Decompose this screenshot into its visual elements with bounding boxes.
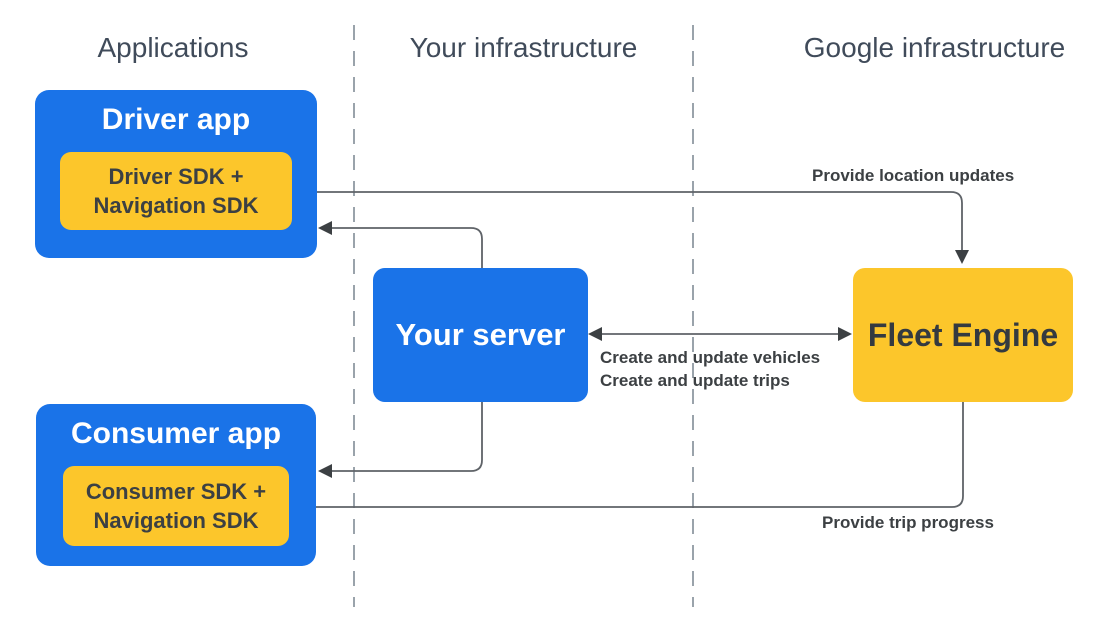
column-header-applications: Applications: [97, 32, 249, 63]
arrowhead-left-consumer-app: [318, 464, 332, 478]
column-header-your-infrastructure: Your infrastructure: [409, 32, 638, 63]
arrowhead-left-driver-app: [318, 221, 332, 235]
arrowhead-left-your-server: [588, 327, 602, 341]
label-provide-location-updates: Provide location updates: [812, 166, 1015, 185]
driver-app-title: Driver app: [101, 103, 251, 136]
label-create-update-vehicles: Create and update vehicles: [600, 348, 821, 367]
arrow-provide-trip-progress: [306, 402, 964, 508]
arrowhead-down-fleet-engine: [955, 250, 969, 264]
driver-sdk-line-1: Driver SDK +: [108, 164, 244, 189]
column-header-google-infrastructure: Google infrastructure: [803, 32, 1066, 63]
fleet-engine-title: Fleet Engine: [867, 316, 1059, 353]
your-server-box: Your server: [373, 268, 588, 402]
your-server-title: Your server: [395, 317, 566, 352]
driver-sdk-line-2: Navigation SDK: [93, 193, 259, 218]
consumer-sdk-line-2: Navigation SDK: [93, 508, 259, 533]
driver-app-box: Driver app Driver SDK + Navigation SDK: [35, 90, 317, 258]
consumer-sdk-line-1: Consumer SDK +: [85, 479, 267, 504]
consumer-app-title: Consumer app: [70, 417, 282, 450]
arrow-server-to-driver-app: [331, 227, 483, 268]
arrow-provide-location-updates: [292, 191, 963, 252]
driver-sdk-box: Driver SDK + Navigation SDK: [60, 152, 292, 230]
consumer-app-box: Consumer app Consumer SDK + Navigation S…: [36, 404, 316, 566]
label-provide-trip-progress: Provide trip progress: [822, 513, 994, 532]
fleet-engine-box: Fleet Engine: [853, 268, 1073, 402]
label-create-update-trips: Create and update trips: [600, 371, 790, 390]
arrowhead-right-fleet-engine: [838, 327, 852, 341]
arrow-server-to-consumer-app: [331, 402, 483, 472]
consumer-sdk-box: Consumer SDK + Navigation SDK: [63, 466, 289, 546]
